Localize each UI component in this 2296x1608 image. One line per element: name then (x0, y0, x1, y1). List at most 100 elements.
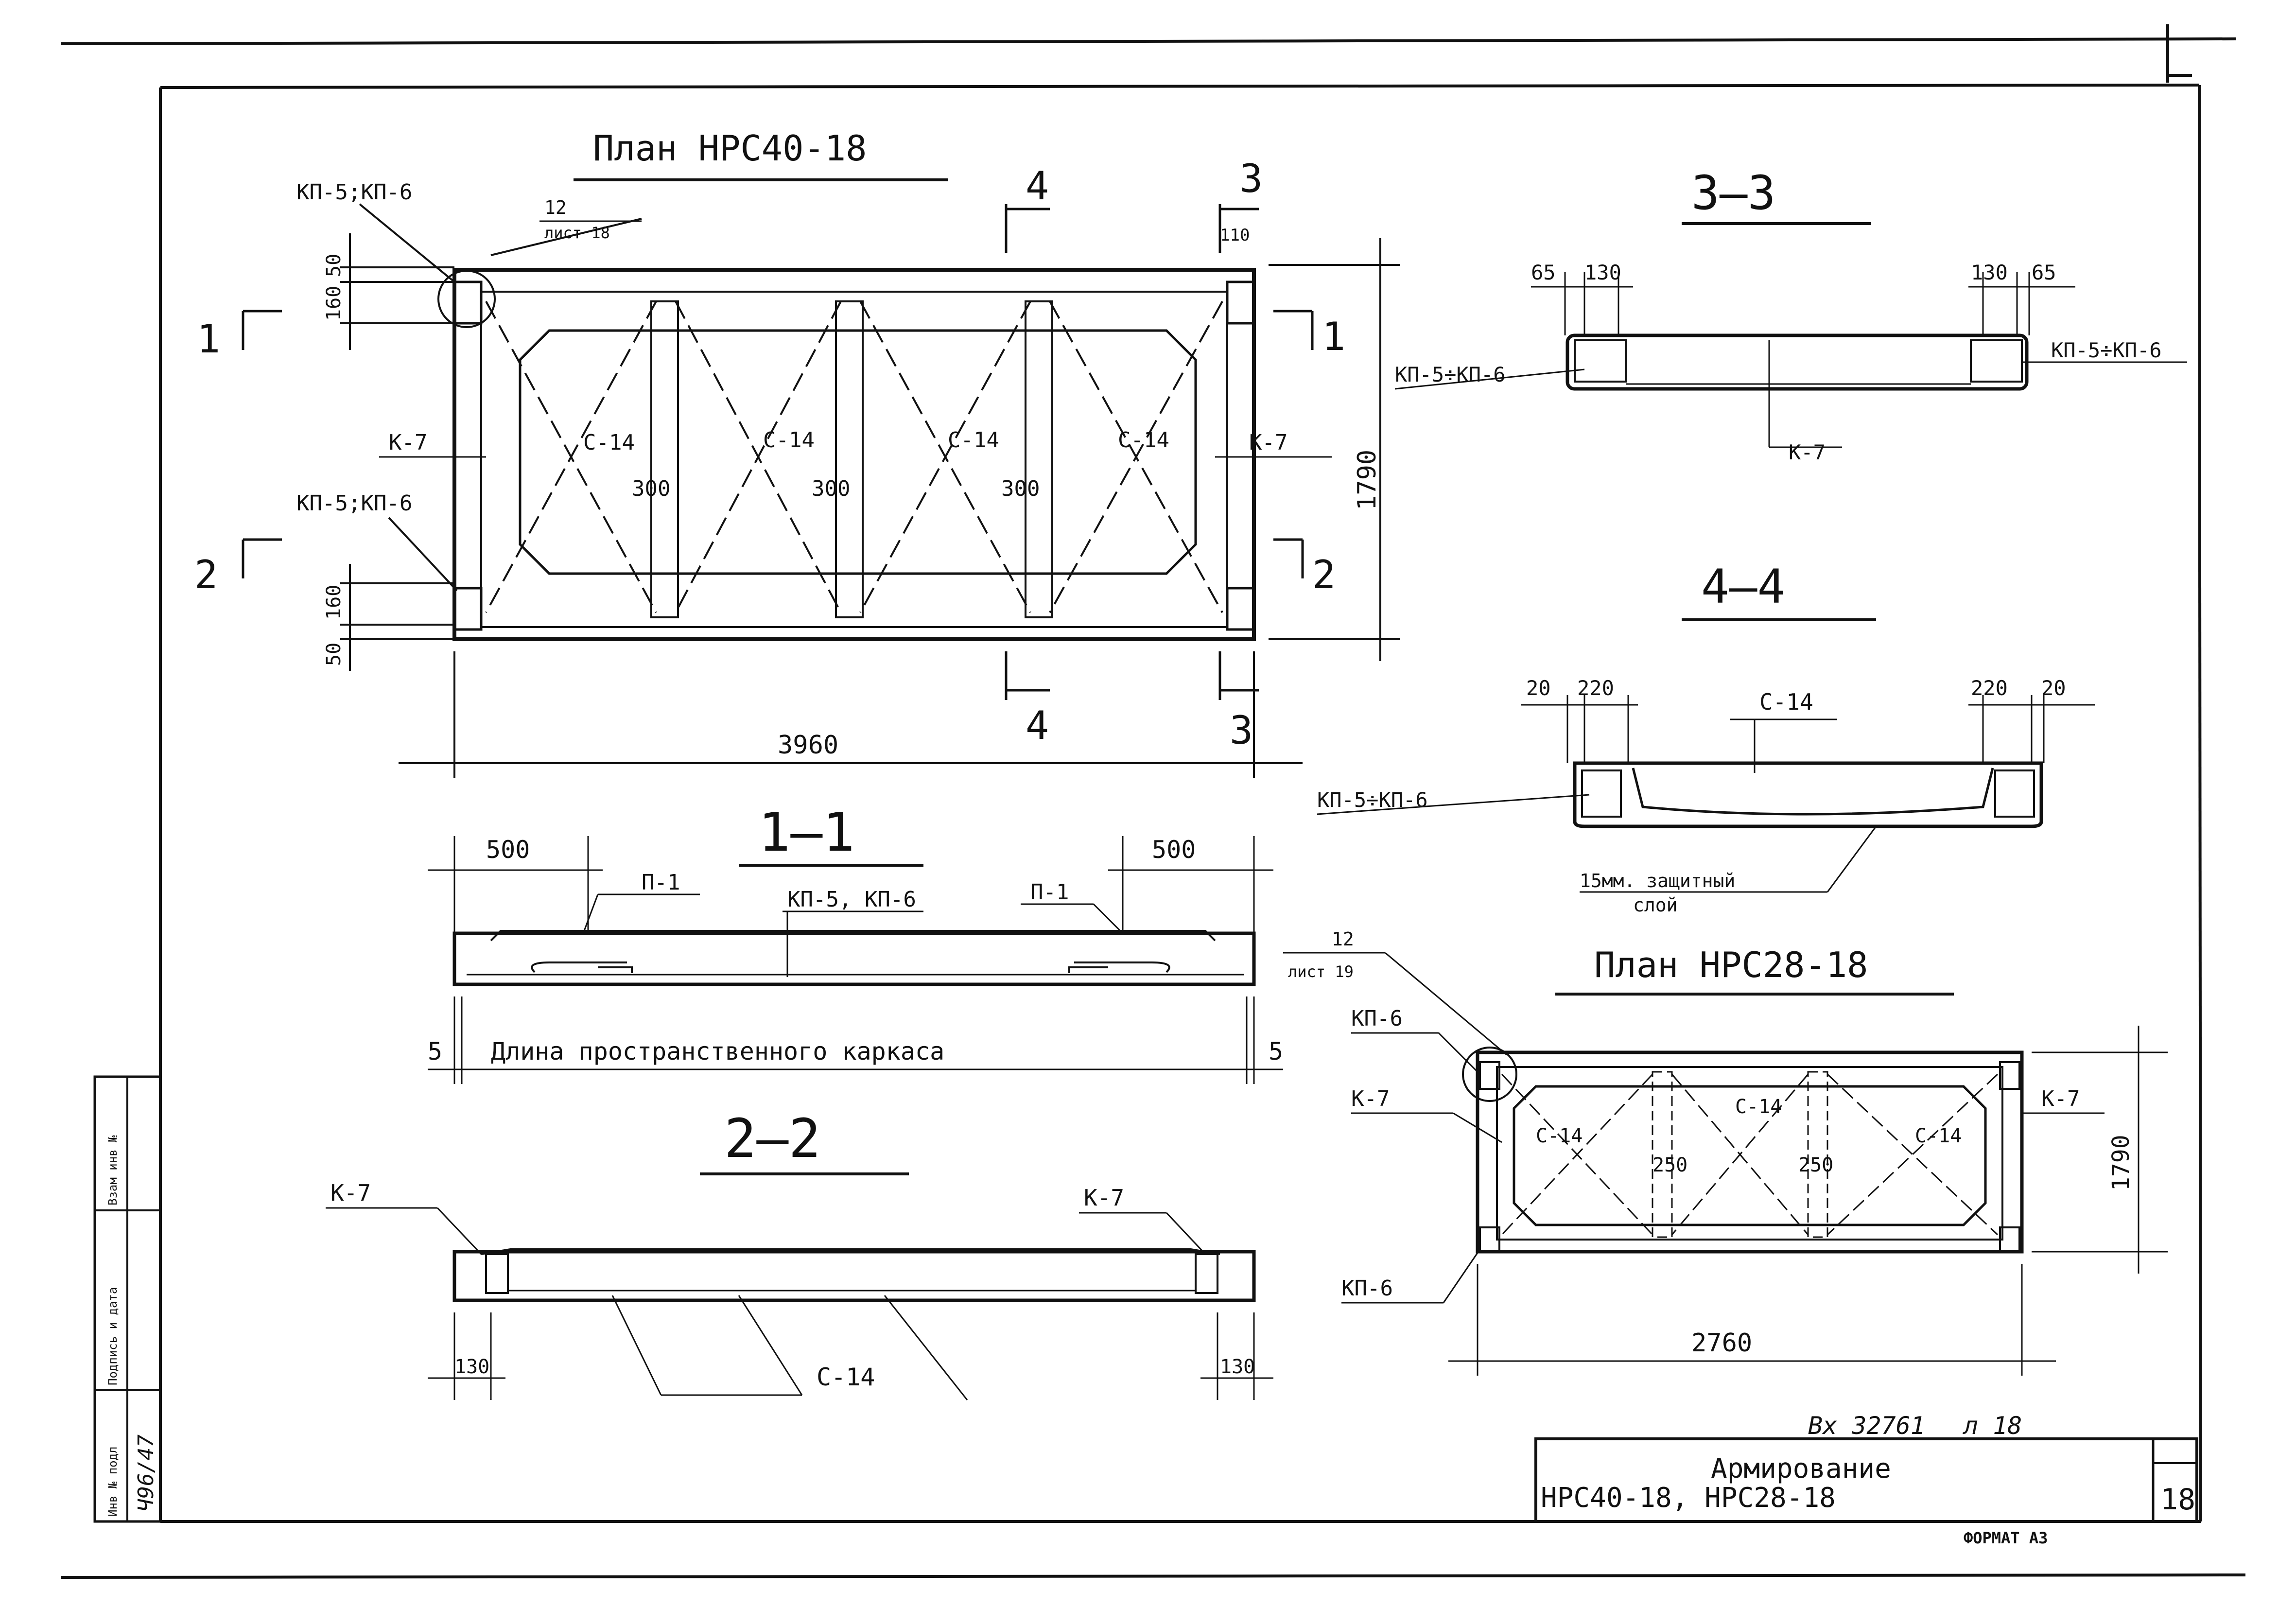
plan-a-cut-1-right: 1 (1322, 314, 1345, 359)
sec22-k7-right: К-7 (1084, 1185, 1124, 1211)
plan-a-spacing-2: 300 (812, 476, 850, 501)
sec44-body (1573, 761, 2043, 828)
plan-a-height: 1790 (1353, 450, 1382, 510)
sec44-cover-line1: 15мм. защитный (1580, 870, 1735, 891)
sec44-dim-20-left: 20 (1526, 676, 1551, 700)
plan-a-slab-recess (519, 329, 1197, 575)
plan-a-cut-2-right: 2 (1312, 552, 1336, 597)
plan-a-cut-3-top: 3 (1239, 156, 1263, 201)
plan-b-title: План НРС28-18 (1594, 944, 1868, 985)
plan-b-kp6-bottom: КП-6 (1341, 1276, 1393, 1301)
sec11-dim-500-right: 500 (1152, 836, 1196, 864)
sec33-k7: К-7 (1789, 440, 1826, 464)
sec11-body (452, 931, 1256, 986)
sec33-dim-130-left: 130 (1584, 261, 1621, 284)
sec22-dim-130-right: 130 (1220, 1356, 1255, 1378)
plan-a-kp56-bottom: КП-5;КП-6 (296, 491, 412, 516)
plan-a-outer-contour (452, 268, 1256, 641)
sec11-p1-left: П-1 (642, 870, 680, 895)
sec44-title: 4—4 (1701, 559, 1785, 614)
plan-a-k7-right: К-7 (1249, 430, 1287, 455)
plan-b-ref-sheet: лист 19 (1288, 962, 1354, 981)
sec33-dim-130-right: 130 (1971, 261, 2008, 284)
plan-a-cut-3-bottom: 3 (1230, 708, 1253, 753)
section-1-1: 1—1 500 500 П-1 П-1 КП-5, КП-6 5 5 Длина… (428, 801, 1283, 1084)
plan-b-s14-3: С-14 (1915, 1125, 1962, 1147)
plan-a-dim-left-bot-50: 50 (323, 643, 345, 666)
plan-a-spacing-1: 300 (632, 476, 670, 501)
sec44-s14: С-14 (1759, 689, 1813, 715)
plan-b-ref-num: 12 (1332, 928, 1354, 950)
sec22-body (452, 1250, 1256, 1302)
plan-b-height: 1790 (2107, 1135, 2135, 1191)
plan-b-s14-1: С-14 (1536, 1125, 1583, 1147)
sec22-s14: С-14 (817, 1363, 875, 1391)
plan-a-ref-num: 12 (544, 197, 567, 218)
plan-nrs28-18: План НРС28-18 12 лист 19 КП-6 КП-6 К-7 К… (1283, 928, 2168, 1376)
strip-replace-label: Взам инв № (106, 1135, 120, 1206)
sec22-dim-130-left: 130 (454, 1356, 489, 1378)
stamp-title-line1: Армирование (1711, 1453, 1891, 1485)
stamp-sheet-number: 18 (2160, 1483, 2195, 1517)
plan-a-cut-1-left: 1 (197, 316, 220, 362)
plan-b-mesh-diagonals (1501, 1073, 1999, 1236)
plan-a-cut-4-bottom: 4 (1026, 703, 1049, 748)
plan-a-detail-circle (437, 270, 496, 328)
plan-a-s14-2: С-14 (763, 428, 815, 453)
plan-a-dim-top-right: 110 (1220, 226, 1250, 245)
title-block: Вх 32761 л 18 Армирование НРС40-18, НРС2… (1534, 1412, 2198, 1547)
plan-a-kp56-top: КП-5;КП-6 (296, 180, 412, 205)
plan-a-width: 3960 (778, 731, 838, 760)
sheet-frame (60, 24, 2246, 1579)
sec11-length-label: Длина пространственного каркаса (491, 1037, 944, 1066)
plan-b-detail-circle (1462, 1047, 1517, 1102)
plan-a-dim-left-top-50: 50 (323, 254, 345, 277)
left-side-strip: Инв № подл Подпись и дата Взам инв № Ч96… (93, 1075, 162, 1523)
sec44-dim-20-right: 20 (2041, 676, 2066, 700)
plan-a-s14-1: С-14 (583, 430, 635, 455)
stamp-inventory: Вх 32761 (1808, 1412, 1925, 1440)
plan-b-kp6-top: КП-6 (1351, 1006, 1403, 1031)
sec11-end-left: 5 (428, 1037, 442, 1066)
strip-handwritten-number: Ч96/47 (134, 1434, 158, 1512)
plan-a-ref-sheet: лист 18 (544, 224, 610, 242)
plan-a-cut-2-left: 2 (194, 552, 218, 597)
plan-a-spacing-3: 300 (1001, 476, 1040, 501)
plan-a-k7-left: К-7 (389, 430, 427, 455)
stamp-title-line2: НРС40-18, НРС28-18 (1541, 1482, 1836, 1514)
strip-inv-label: Инв № подл (106, 1447, 120, 1517)
sec11-p1-right: П-1 (1030, 880, 1069, 905)
sec11-dim-500-left: 500 (486, 836, 530, 864)
sec22-title: 2—2 (724, 1107, 821, 1170)
plan-b-spacing-1: 250 (1652, 1154, 1687, 1176)
sec33-kp-right: КП-5÷КП-6 (2051, 338, 2162, 362)
sec44-dim-220-right: 220 (1971, 676, 2008, 700)
plan-nrs40-18: План НРС40-18 12 лист 18 (194, 128, 1400, 778)
plan-b-width: 2760 (1691, 1328, 1752, 1358)
plan-b-k7-right: К-7 (2041, 1086, 2080, 1111)
plan-b-s14-2: С-14 (1735, 1096, 1782, 1118)
section-3-3: 3—3 65 130 130 65 КП-5÷КП-6 КП-5÷КП-6 К-… (1394, 166, 2187, 464)
plan-b-k7-left: К-7 (1351, 1086, 1390, 1111)
sec11-title: 1—1 (758, 801, 855, 863)
plan-a-title: План НРС40-18 (593, 128, 867, 169)
plan-a-dim-left-top-160: 160 (323, 286, 345, 321)
sec22-k7-left: К-7 (330, 1180, 371, 1206)
sec33-dim-65-right: 65 (2032, 261, 2056, 284)
section-4-4: 4—4 20 220 220 20 С-14 КП-5÷КП-6 15мм. з… (1317, 559, 2095, 916)
plan-a-cut-4-top: 4 (1026, 163, 1049, 209)
plan-a-s14-3: С-14 (948, 428, 999, 453)
plan-a-s14-4: С-14 (1118, 428, 1169, 453)
stamp-inventory-sheet: л 18 (1963, 1412, 2022, 1440)
plan-b-spacing-2: 250 (1798, 1154, 1833, 1176)
sec11-end-right: 5 (1269, 1037, 1283, 1066)
sec44-cover-line2: слой (1633, 894, 1678, 916)
plan-a-mesh-diagonals (485, 301, 1223, 613)
strip-sign-label: Подпись и дата (106, 1287, 120, 1385)
plan-a-inner-frame (480, 291, 1228, 628)
sec44-dim-220-left: 220 (1577, 676, 1614, 700)
sec33-body (1565, 333, 2029, 391)
plan-b-outer-contour (1476, 1050, 2024, 1254)
sec11-kp: КП-5, КП-6 (787, 887, 916, 912)
